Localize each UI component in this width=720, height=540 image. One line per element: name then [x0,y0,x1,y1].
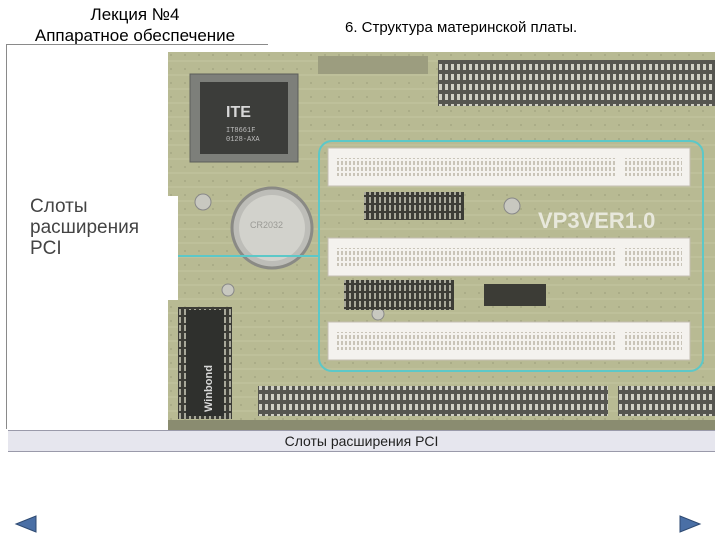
pci-label-line-3: PCI [30,238,62,259]
left-border-line [6,44,7,429]
pci-label-line-1: Слоты [30,196,88,217]
bios-chip: Winbond [178,307,232,419]
lecture-number: Лекция №4 [90,5,180,24]
pci-slot-3 [327,321,691,361]
board-marking-text: VP3VER1.0 [538,208,655,233]
triangle-right-icon [679,515,702,533]
cmos-battery: CR2032 [230,186,314,270]
svg-text:CR2032: CR2032 [250,220,283,230]
lecture-header: Лекция №4 Аппаратное обеспечение [0,4,270,46]
agp-slot [438,60,715,106]
ite-chip: ITE IT8661F 0128-AXA [189,73,299,163]
motherboard-photo: ITE IT8661F 0128-AXA CR2032 Winbond VP3 [168,52,715,430]
svg-text:0128-AXA: 0128-AXA [226,136,260,144]
pci-label: Слоты расширения PCI [8,196,178,300]
pci-slots-highlight [318,140,704,372]
photo-caption: Слоты расширения PCI [8,430,715,452]
bios-brand-text: Winbond [203,365,215,412]
course-subject: Аппаратное обеспечение [34,26,236,45]
pci-slot-1 [327,147,691,187]
triangle-left-icon [14,515,37,533]
svg-text:IT8661F: IT8661F [226,127,255,135]
slide-title: 6. Структура материнской платы. [345,19,578,36]
next-slide-button[interactable] [678,514,702,539]
pci-label-line-2: расширения [30,217,140,238]
pci-slot-2 [327,237,691,277]
motherboard-illustration: ITE IT8661F 0128-AXA CR2032 Winbond VP3 [168,52,715,430]
header-divider [6,44,268,45]
prev-slide-button[interactable] [14,514,38,539]
chip-brand-text: ITE [226,104,251,121]
ide-connector [258,386,608,416]
